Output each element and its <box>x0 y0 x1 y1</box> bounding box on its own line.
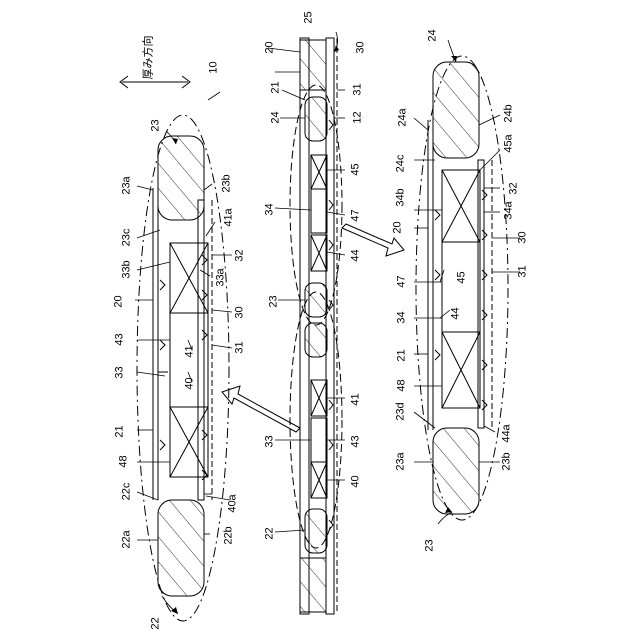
label-22b: 22b <box>224 526 235 544</box>
label-22c: 22c <box>121 483 132 501</box>
label-25: 25 <box>304 11 315 23</box>
center-assembly <box>290 38 342 614</box>
coil-40 <box>311 462 327 498</box>
label-32-right: 32 <box>509 182 520 194</box>
callout-arrow-left <box>222 386 300 432</box>
label-40-left: 40 <box>185 377 196 389</box>
label-22-left: 22 <box>151 617 162 629</box>
label-24c: 24c <box>395 155 406 173</box>
right-detail <box>416 56 508 520</box>
label-23a: 23a <box>122 176 133 194</box>
spacer-23a <box>305 283 327 317</box>
label-30-right: 30 <box>518 231 529 243</box>
coil-45 <box>311 155 327 189</box>
label-40a: 40a <box>228 494 239 512</box>
label-43-center: 43 <box>351 435 362 447</box>
end-block-bottom <box>300 558 326 612</box>
label-32-left: 32 <box>235 249 246 261</box>
label-44-right: 44 <box>451 307 462 319</box>
label-31-left: 31 <box>235 341 246 353</box>
direction-label: 厚み方向 <box>144 36 155 80</box>
label-45-center: 45 <box>351 163 362 175</box>
label-40-center: 40 <box>351 475 362 487</box>
label-30-left: 30 <box>235 306 246 318</box>
right-coil-44 <box>442 332 480 408</box>
core-43 <box>311 418 327 462</box>
label-12: 12 <box>353 111 364 123</box>
spacer-23b <box>305 323 327 357</box>
label-34a: 34a <box>504 201 515 219</box>
left-coil-41 <box>170 243 208 313</box>
label-21-right: 21 <box>397 349 408 361</box>
label-23a-right: 23a <box>396 452 407 470</box>
thickness-direction-arrow <box>120 76 190 88</box>
right-coil-45 <box>442 170 480 242</box>
label-23: 23 <box>151 119 162 131</box>
label-45a: 45a <box>504 134 515 152</box>
label-34b: 34b <box>396 188 407 206</box>
label-41-left: 41 <box>185 345 196 357</box>
left-detail <box>137 115 229 621</box>
label-23d: 23d <box>396 402 407 420</box>
label-44-center: 44 <box>351 249 362 261</box>
label-24a: 24a <box>398 108 409 126</box>
label-20-center: 20 <box>265 41 276 53</box>
label-33-left: 33 <box>115 366 126 378</box>
left-spacer-23 <box>158 136 204 220</box>
label-23-center: 23 <box>269 295 280 307</box>
label-41a: 41a <box>224 208 235 226</box>
label-30-center: 30 <box>356 41 367 53</box>
label-33a: 33a <box>216 268 227 286</box>
coil-41 <box>311 380 327 416</box>
label-24-right: 24 <box>428 29 439 41</box>
label-10: 10 <box>209 61 220 73</box>
label-22-center: 22 <box>265 527 276 539</box>
label-33-center: 33 <box>265 435 276 447</box>
label-44a: 44a <box>502 424 513 442</box>
label-31-center: 31 <box>353 83 364 95</box>
right-spacer-23 <box>433 428 479 514</box>
label-20-right: 20 <box>393 221 404 233</box>
label-47-center: 47 <box>351 209 362 221</box>
label-24-center: 24 <box>271 111 282 123</box>
label-45-right: 45 <box>457 271 468 283</box>
label-31-right: 31 <box>518 265 529 277</box>
label-23-right: 23 <box>425 539 436 551</box>
label-34-right: 34 <box>397 311 408 323</box>
coil-44 <box>311 235 327 271</box>
left-core-43 <box>170 313 208 407</box>
core-47 <box>311 189 327 233</box>
left-spacer-22 <box>158 500 204 596</box>
label-21-center: 21 <box>271 81 282 93</box>
label-21-left: 21 <box>115 425 126 437</box>
right-spacer-24 <box>433 62 479 158</box>
label-48-left: 48 <box>119 455 130 467</box>
label-48-right: 48 <box>397 379 408 391</box>
label-23c: 23c <box>121 229 132 247</box>
label-41-center: 41 <box>351 393 362 405</box>
label-23b: 23b <box>222 174 233 192</box>
label-34-center: 34 <box>265 203 276 215</box>
label-20-left: 20 <box>114 295 125 307</box>
spacer-24 <box>305 97 327 141</box>
label-22a: 22a <box>122 530 133 548</box>
label-24b: 24b <box>504 104 515 122</box>
label-47-right: 47 <box>397 275 408 287</box>
label-23b-right: 23b <box>502 452 513 470</box>
label-33b: 33b <box>122 260 133 278</box>
spacer-22 <box>305 509 327 553</box>
label-43-left: 43 <box>115 333 126 345</box>
right-plate-30 <box>478 160 484 428</box>
left-coil-40 <box>170 407 208 477</box>
end-block-top <box>300 40 326 90</box>
left-plate-30 <box>198 200 204 500</box>
